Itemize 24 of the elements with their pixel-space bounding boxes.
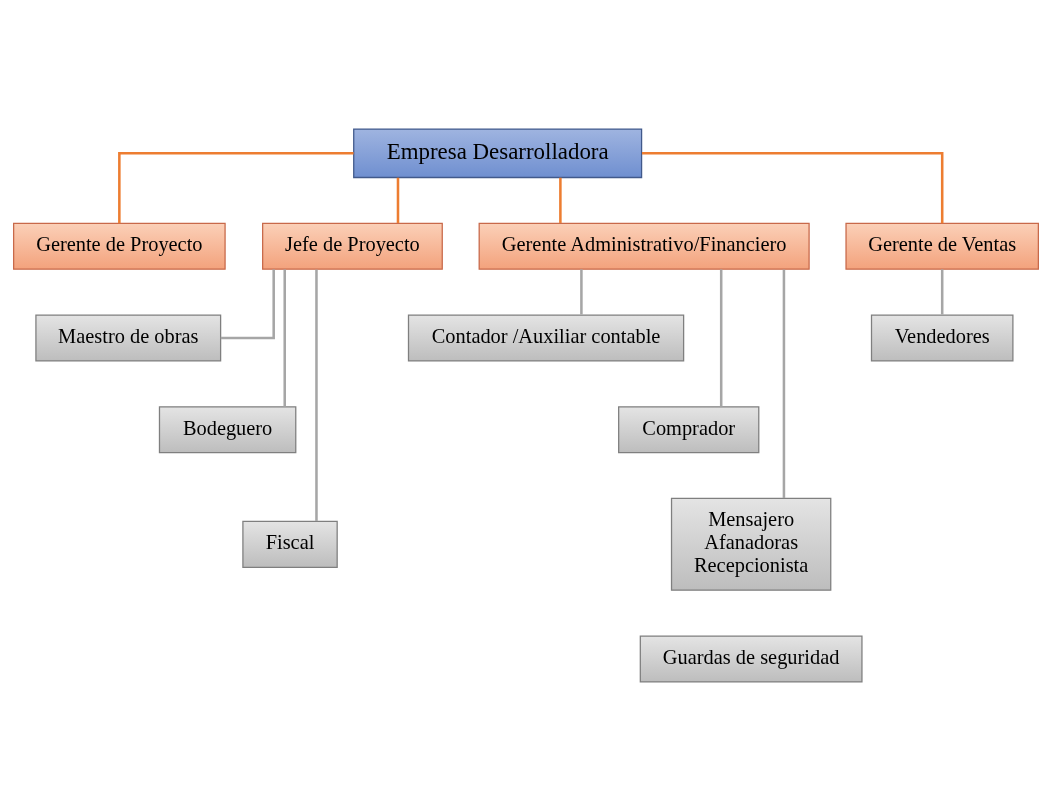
connector bbox=[940, 269, 944, 315]
node-box: Comprador bbox=[618, 406, 760, 454]
connector bbox=[220, 269, 275, 340]
node-box: Gerente de Proyecto bbox=[13, 222, 226, 270]
node-box: Mensajero Afanadoras Recepcionista bbox=[670, 497, 832, 591]
connector bbox=[719, 269, 723, 407]
connector bbox=[782, 269, 786, 499]
connector bbox=[396, 177, 400, 223]
node-box: Contador /Auxiliar contable bbox=[407, 314, 685, 362]
node-box: Vendedores bbox=[870, 314, 1014, 362]
connector bbox=[315, 269, 318, 522]
node-box: Maestro de obras bbox=[35, 314, 222, 362]
node-box: Bodeguero bbox=[158, 406, 297, 454]
node-box: Gerente de Ventas bbox=[845, 222, 1039, 270]
node-box: Jefe de Proyecto bbox=[262, 222, 443, 270]
connector bbox=[642, 152, 944, 224]
connector bbox=[559, 177, 562, 223]
node-box: Fiscal bbox=[242, 520, 338, 568]
node-box: Gerente Administrativo/Financiero bbox=[478, 222, 810, 270]
connector bbox=[283, 269, 286, 407]
connector bbox=[118, 152, 354, 224]
node-box: Empresa Desarrolladora bbox=[353, 128, 643, 179]
node-box: Guardas de seguridad bbox=[639, 635, 863, 683]
connector bbox=[580, 269, 583, 315]
